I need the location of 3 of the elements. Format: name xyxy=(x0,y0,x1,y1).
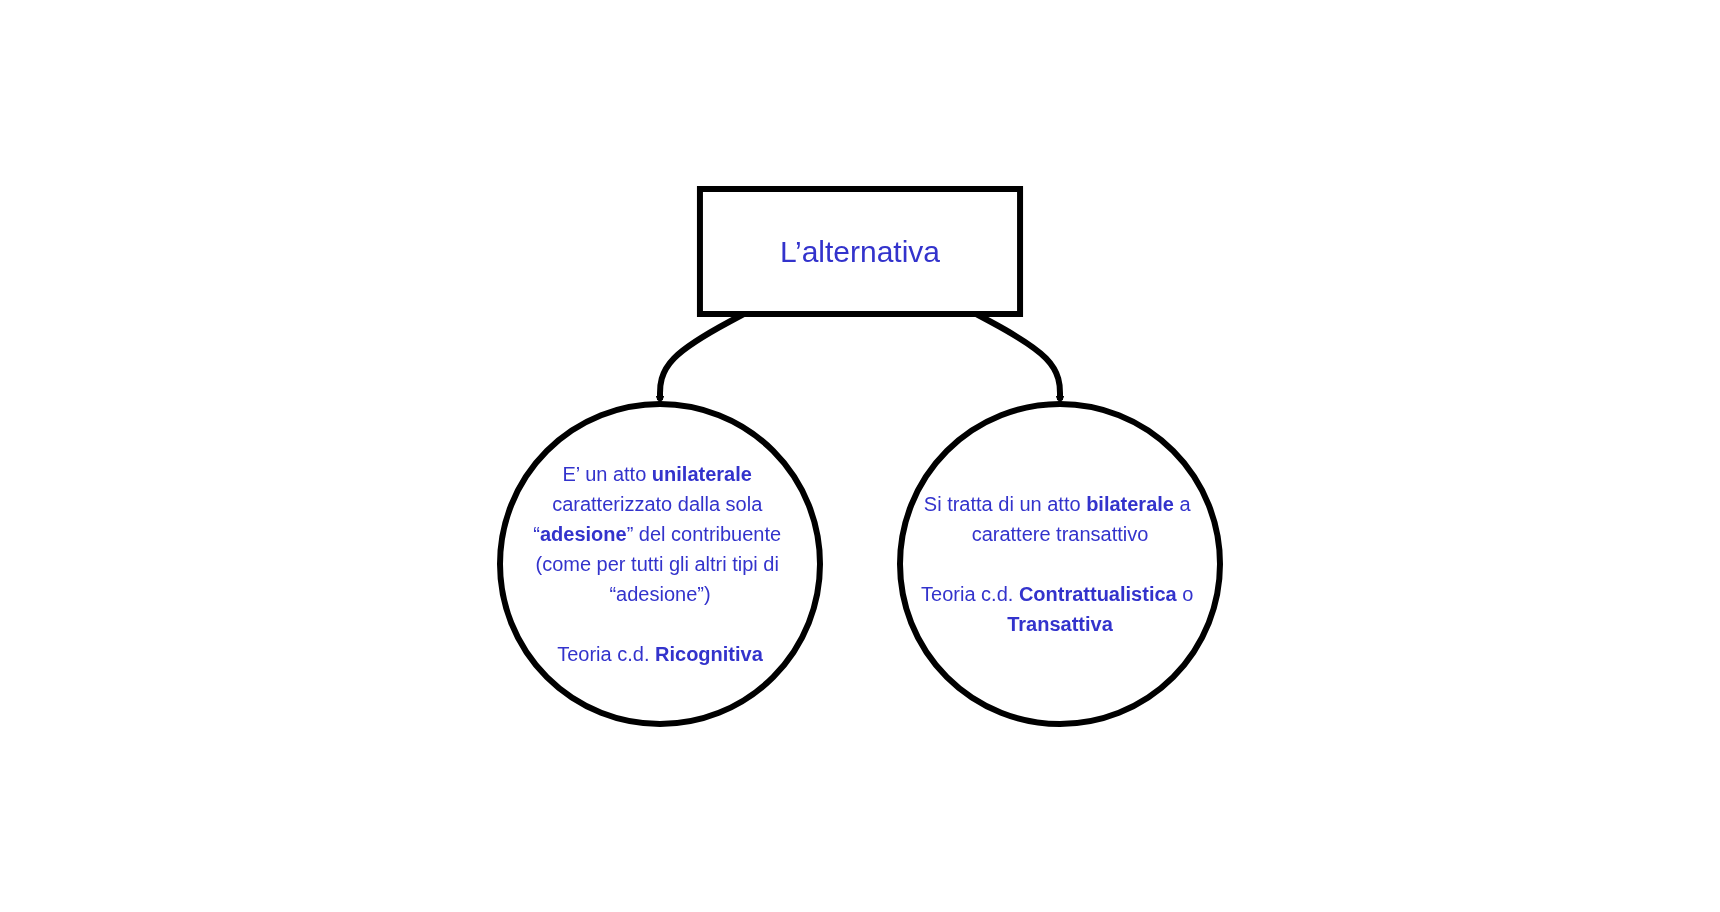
node-box: L’alternativa xyxy=(696,185,1024,317)
node-circle: Si tratta di un atto bilaterale a carattere transattivo Teoria c.d. Contrattualistica o Transattiva xyxy=(897,400,1223,727)
node-circle: E’ un atto unilaterale caratterizzato dalla sola “adesione” del contribuente (come per tutti gli altri tipi di “adesione”) Teoria c.d. Ricognitiva xyxy=(497,400,823,727)
